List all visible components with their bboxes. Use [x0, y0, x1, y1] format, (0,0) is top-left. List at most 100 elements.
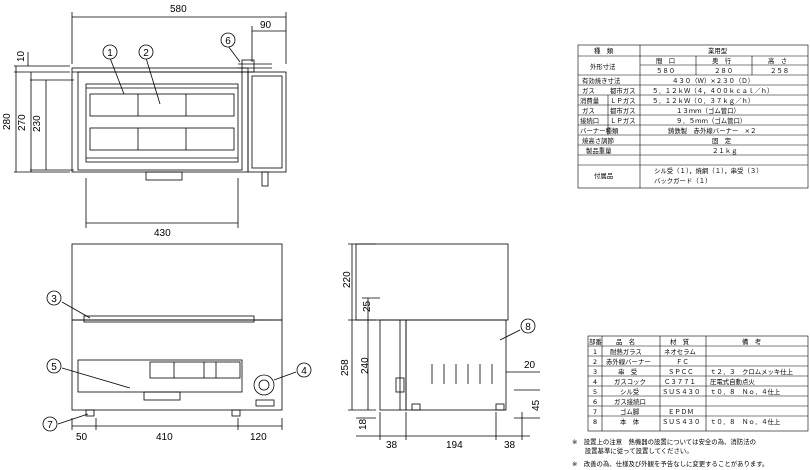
- balloon-6: [220, 32, 236, 48]
- spec-h-okuyuki: 奥 行: [712, 56, 732, 65]
- balloon-1-label: 1: [107, 48, 113, 59]
- parts-r0-name: 耐熱ガラス: [610, 347, 642, 356]
- balloon-2: [138, 44, 154, 60]
- spec-r8-c0: バーナー種類: [580, 126, 619, 135]
- spec-r6-c1: 都市ガス: [610, 106, 636, 115]
- dim-front-a: 50: [76, 432, 88, 443]
- spec-r3-c0: 有効焼き寸法: [582, 76, 621, 85]
- balloon-7-label: 7: [47, 420, 53, 431]
- spec-r5-c0: 消費量: [580, 96, 600, 105]
- parts-r4-no: 5: [593, 388, 597, 396]
- parts-r6-mat: ＥＰＤＭ: [668, 408, 694, 416]
- dim-top-width: 580: [170, 4, 187, 15]
- parts-r2-mat: ＳＰＣＣ: [668, 368, 694, 376]
- spec-r8-c2: 鋳鉄製 赤外線バーナー ×２: [668, 126, 756, 135]
- front-view: [57, 243, 297, 430]
- spec-r5-c1: ＬＰガス: [610, 96, 636, 105]
- spec-r9-c2: 固 定: [712, 136, 732, 145]
- dim-top-burner-off: 90: [260, 20, 272, 31]
- parts-r1-name: 赤外線バーナー: [606, 357, 651, 366]
- note-2: 設置基準に従って設置してください。: [572, 446, 693, 455]
- spec-v-580: ５８０: [656, 67, 675, 75]
- parts-r2-no: 3: [593, 368, 597, 376]
- dim-front-c: 120: [250, 432, 267, 443]
- parts-h-3: 備 考: [742, 337, 761, 346]
- balloon-1: [102, 44, 118, 60]
- balloon-7: [42, 416, 58, 432]
- parts-r3-mat: Ｃ３７７１: [664, 378, 696, 386]
- dim-side-240: 240: [360, 357, 371, 374]
- dim-side-38a: 38: [386, 440, 398, 451]
- parts-r3-note: 圧電式自動点火: [710, 377, 755, 386]
- parts-r2-name: 串 受: [618, 367, 638, 376]
- dim-top-d1: 10: [16, 50, 27, 62]
- parts-r7-name: 本 体: [620, 417, 640, 426]
- balloon-4: [296, 362, 312, 378]
- balloon-8: [520, 318, 536, 334]
- dim-top-bottom: 430: [154, 228, 171, 239]
- spec-table-grid: [577, 44, 809, 189]
- spec-h-takasa: 高 さ: [768, 56, 787, 65]
- spec-v-280: ２８０: [714, 67, 733, 75]
- parts-r7-note: ｔ０．８ Ｎｏ．４仕上: [710, 417, 781, 426]
- spec-r5-c2: ５．１２ｋＷ（０．３７ｋｇ／ｈ）: [652, 97, 754, 105]
- parts-r3-no: 4: [593, 378, 597, 386]
- parts-r1-mat: ＦＣ: [676, 358, 689, 366]
- balloon-2-label: 2: [143, 48, 149, 59]
- parts-h-2: 材 質: [670, 337, 690, 346]
- dim-side-25: 25: [362, 300, 373, 312]
- dim-front-b: 410: [156, 432, 173, 443]
- side-view: [348, 243, 540, 440]
- spec-r4-c1: 都市ガス: [610, 86, 636, 95]
- parts-r0-no: 1: [593, 348, 597, 356]
- parts-h-0: 部番: [589, 337, 602, 346]
- parts-r5-name: ガス接続口: [614, 397, 646, 406]
- dim-side-258: 258: [340, 359, 351, 376]
- parts-r3-name: ガスコック: [614, 377, 646, 386]
- parts-r5-no: 6: [593, 398, 597, 406]
- note-1: ※ 設置上の注意 熱機器の設置については安全の為、消防法の: [572, 437, 756, 446]
- note-3: ※ 改善の為、仕様及び外観を予告なしに変更することがあります。: [572, 459, 768, 468]
- spec-r3-c2: ４３０（Ｗ）×２３０（Ｄ）: [672, 77, 754, 85]
- spec-r4-c0: ガス: [582, 86, 595, 95]
- balloon-8-label: 8: [525, 322, 531, 333]
- balloon-3-label: 3: [51, 294, 57, 305]
- spec-r9-c0: 焼高さ調節: [582, 136, 615, 145]
- parts-r0-mat: ネオセラム: [664, 348, 696, 356]
- spec-r6-c0: ガス: [582, 106, 595, 115]
- dim-side-18: 18: [358, 418, 369, 430]
- balloon-5-label: 5: [51, 362, 57, 373]
- spec-r0-c0: 種 類: [594, 46, 614, 55]
- balloon-4-label: 4: [301, 366, 307, 377]
- parts-r4-mat: ＳＵＳ４３０: [662, 388, 700, 396]
- parts-r2-note: ｔ２．３ クロムメッキ仕上: [710, 367, 794, 376]
- top-view: [14, 12, 287, 228]
- spec-r6-c2: １３ｍｍ（ゴム管口）: [676, 106, 740, 115]
- dim-top-h-total: 280: [2, 113, 13, 130]
- dim-side-45: 45: [531, 399, 542, 411]
- parts-r4-name: シル受: [620, 387, 640, 396]
- spec-r10-c0: 製品重量: [586, 146, 612, 155]
- spec-r0-c2: 業用型: [708, 46, 728, 55]
- spec-v-258: ２５８: [770, 67, 789, 75]
- spec-r11-c0: 付属品: [594, 171, 613, 180]
- dim-side-20: 20: [524, 360, 536, 371]
- spec-r1-c0: 外形寸法: [590, 62, 616, 71]
- spec-r11-c2b: バックガード（１）: [654, 176, 712, 185]
- balloon-3: [46, 290, 62, 306]
- parts-r4-note: ｔ０．８ Ｎｏ．４仕上: [710, 387, 781, 396]
- parts-r6-name: ゴム脚: [620, 407, 639, 416]
- dim-side-38b: 38: [504, 440, 516, 451]
- spec-h-maguchi: 間 口: [656, 57, 675, 65]
- spec-r7-c2: ９．５ｍｍ（ゴム管口）: [676, 116, 746, 125]
- spec-r7-c1: ＬＰガス: [610, 116, 636, 125]
- spec-r4-c2: ５．１２ｋＷ（４，４００ｋｃａｌ／ｈ）: [652, 87, 773, 95]
- dim-top-h-230: 230: [32, 115, 43, 132]
- spec-r10-c2: ２１ｋｇ: [712, 147, 738, 155]
- parts-r6-no: 7: [593, 408, 597, 416]
- parts-r7-mat: ＳＵＳ４３０: [662, 418, 700, 426]
- parts-r1-no: 2: [593, 358, 597, 366]
- dim-side-194: 194: [446, 440, 463, 451]
- parts-h-1: 品 名: [616, 337, 635, 346]
